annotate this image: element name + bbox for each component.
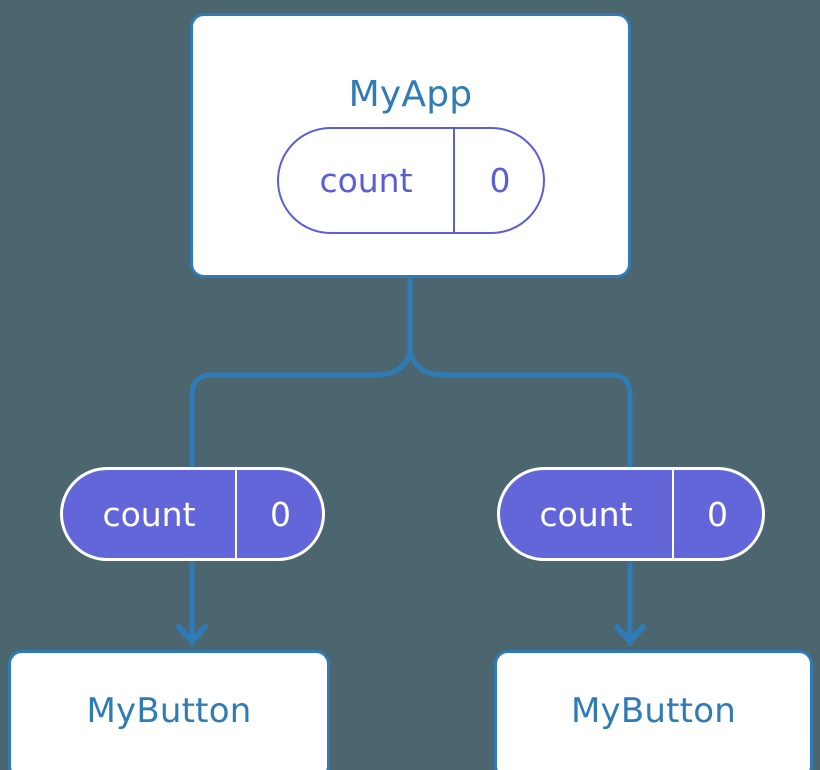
component-my-button-right[interactable]: MyButton <box>494 650 813 770</box>
prop-pill-left[interactable]: count 0 <box>60 467 325 561</box>
state-pill-my-app-value: 0 <box>453 129 543 232</box>
wire-branch-right <box>407 349 633 473</box>
state-pill-my-app[interactable]: count 0 <box>277 127 545 234</box>
prop-pill-right-value: 0 <box>672 470 761 558</box>
arrowhead-right <box>614 624 646 644</box>
my-button-left-title: MyButton <box>86 691 252 731</box>
prop-pill-left-value: 0 <box>235 470 322 558</box>
arrowhead-left <box>176 624 208 644</box>
component-my-button-left[interactable]: MyButton <box>8 650 330 770</box>
prop-pill-right-key: count <box>539 494 633 534</box>
prop-pill-right[interactable]: count 0 <box>497 467 765 561</box>
my-button-right-title: MyButton <box>571 691 736 731</box>
wire-branch-left <box>189 349 413 473</box>
state-pill-my-app-key: count <box>319 161 413 200</box>
prop-pill-left-key: count <box>102 494 196 534</box>
my-app-title: MyApp <box>348 74 473 115</box>
